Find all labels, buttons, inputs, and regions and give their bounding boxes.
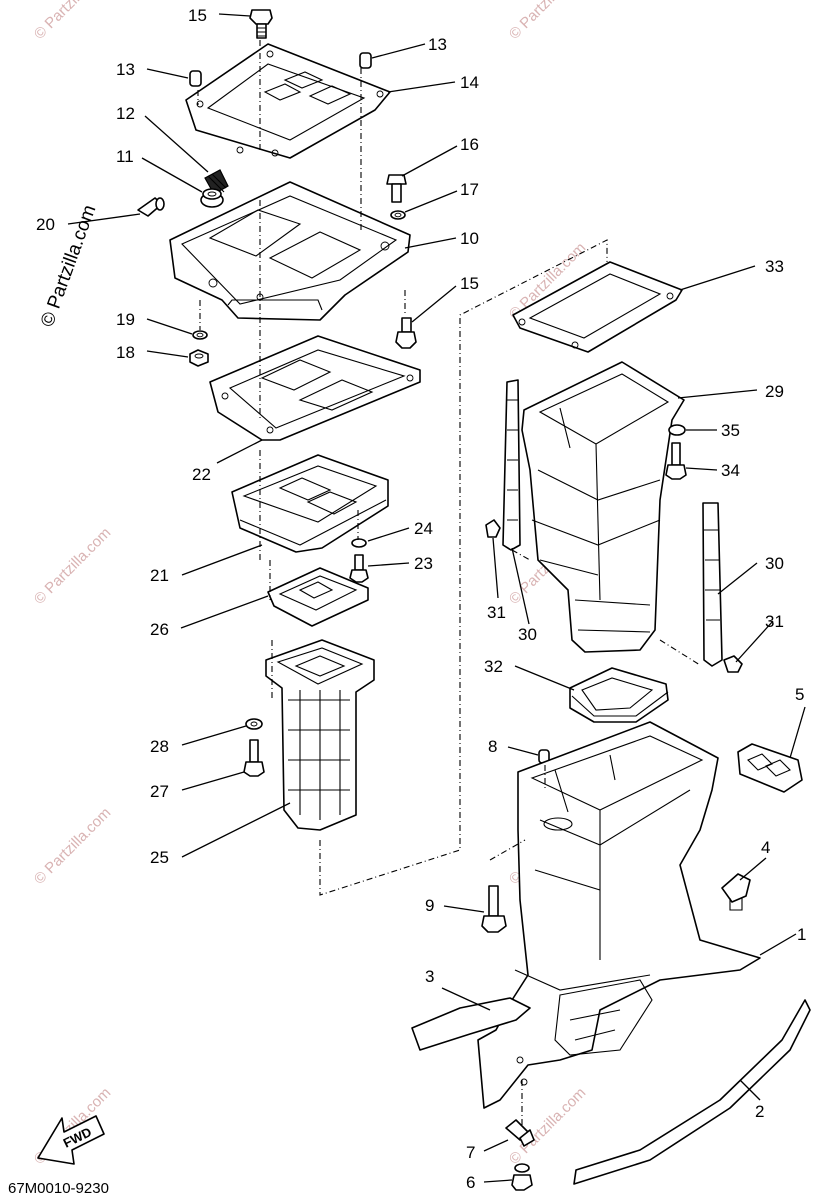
callout-21: 21 [150,566,169,585]
callout-20: 20 [36,215,55,234]
callout-15: 15 [460,274,479,293]
bolt-23 [349,554,369,583]
nut-31-left [485,519,501,538]
callout-11: 11 [116,147,134,166]
callout-3: 3 [425,967,434,986]
callout-28: 28 [150,737,169,756]
seal-30-right [702,502,723,667]
gasket-22 [209,335,421,441]
callout-30: 30 [765,554,784,573]
washer-28 [245,718,263,730]
bolt-15-right [395,317,417,349]
callout-29: 29 [765,382,784,401]
part-4-clip [721,873,751,911]
lower-casing-1 [477,721,761,1109]
callout-17: 17 [460,180,479,199]
callout-13: 13 [428,35,447,54]
callout-30: 30 [518,625,537,644]
callout-34: 34 [721,461,740,480]
callout-4: 4 [761,838,770,857]
washer-17 [390,210,406,220]
bolt-7 [505,1119,535,1147]
callouts: 15 13 13 14 12 16 11 17 20 10 15 33 19 1… [36,6,806,1192]
callout-23: 23 [414,554,433,573]
callout-25: 25 [150,848,169,867]
pin-13-right [359,52,372,69]
callout-9: 9 [425,896,434,915]
washer-24 [351,538,367,548]
grommet-11 [200,188,224,208]
callout-31: 31 [487,603,506,622]
callout-32: 32 [484,657,503,676]
callout-22: 22 [192,465,211,484]
bolt-9 [481,885,507,933]
callout-15: 15 [188,6,207,25]
callout-19: 19 [116,310,135,329]
bolt-27 [243,739,265,777]
gasket-33 [512,261,683,353]
callout-12: 12 [116,104,135,123]
washer-19 [192,330,208,340]
exhaust-guide-10 [169,181,411,321]
seal-32 [569,667,669,723]
callout-8: 8 [488,737,497,756]
muffler-25 [265,639,375,831]
right-assembly [485,261,743,723]
lower-assembly [411,721,811,1191]
gasket-14 [185,43,391,159]
washer-6 [511,1163,533,1191]
nut-18 [189,349,209,367]
callout-14: 14 [460,73,479,92]
seal-30-left [502,379,521,551]
callout-18: 18 [116,343,135,362]
upper-casing-29 [521,361,685,653]
callout-5: 5 [795,685,804,704]
watermark: © Partzilla.com [31,524,114,607]
callout-27: 27 [150,782,169,801]
watermark: © Partzilla.com [31,804,114,887]
rubber-2 [573,999,811,1185]
callout-2: 2 [755,1102,764,1121]
top-assembly [137,9,421,831]
pin-13-left [189,70,202,87]
watermark: © Partzilla.com [506,0,589,43]
callout-33: 33 [765,257,784,276]
callout-1: 1 [797,925,806,944]
callout-6: 6 [466,1173,475,1192]
bolt-16 [386,174,407,203]
washer-35 [668,424,686,436]
rubber-3 [411,997,531,1051]
plate-21 [231,454,389,553]
bolt-34 [665,442,687,480]
callout-31: 31 [765,612,784,631]
callout-13: 13 [116,60,135,79]
bracket-5 [737,743,803,793]
callout-7: 7 [466,1143,475,1162]
watermark: © Partzilla.com [31,0,114,43]
diagram-code: 67M0010-9230 [8,1180,109,1197]
fitting-20 [137,197,165,217]
callout-10: 10 [460,229,479,248]
bolt-15-top [249,9,273,39]
callout-24: 24 [414,519,433,538]
gasket-26 [267,567,369,627]
callout-26: 26 [150,620,169,639]
callout-16: 16 [460,135,479,154]
callout-35: 35 [721,421,740,440]
leader-lines [67,13,806,1183]
reference-lines [197,40,701,1125]
